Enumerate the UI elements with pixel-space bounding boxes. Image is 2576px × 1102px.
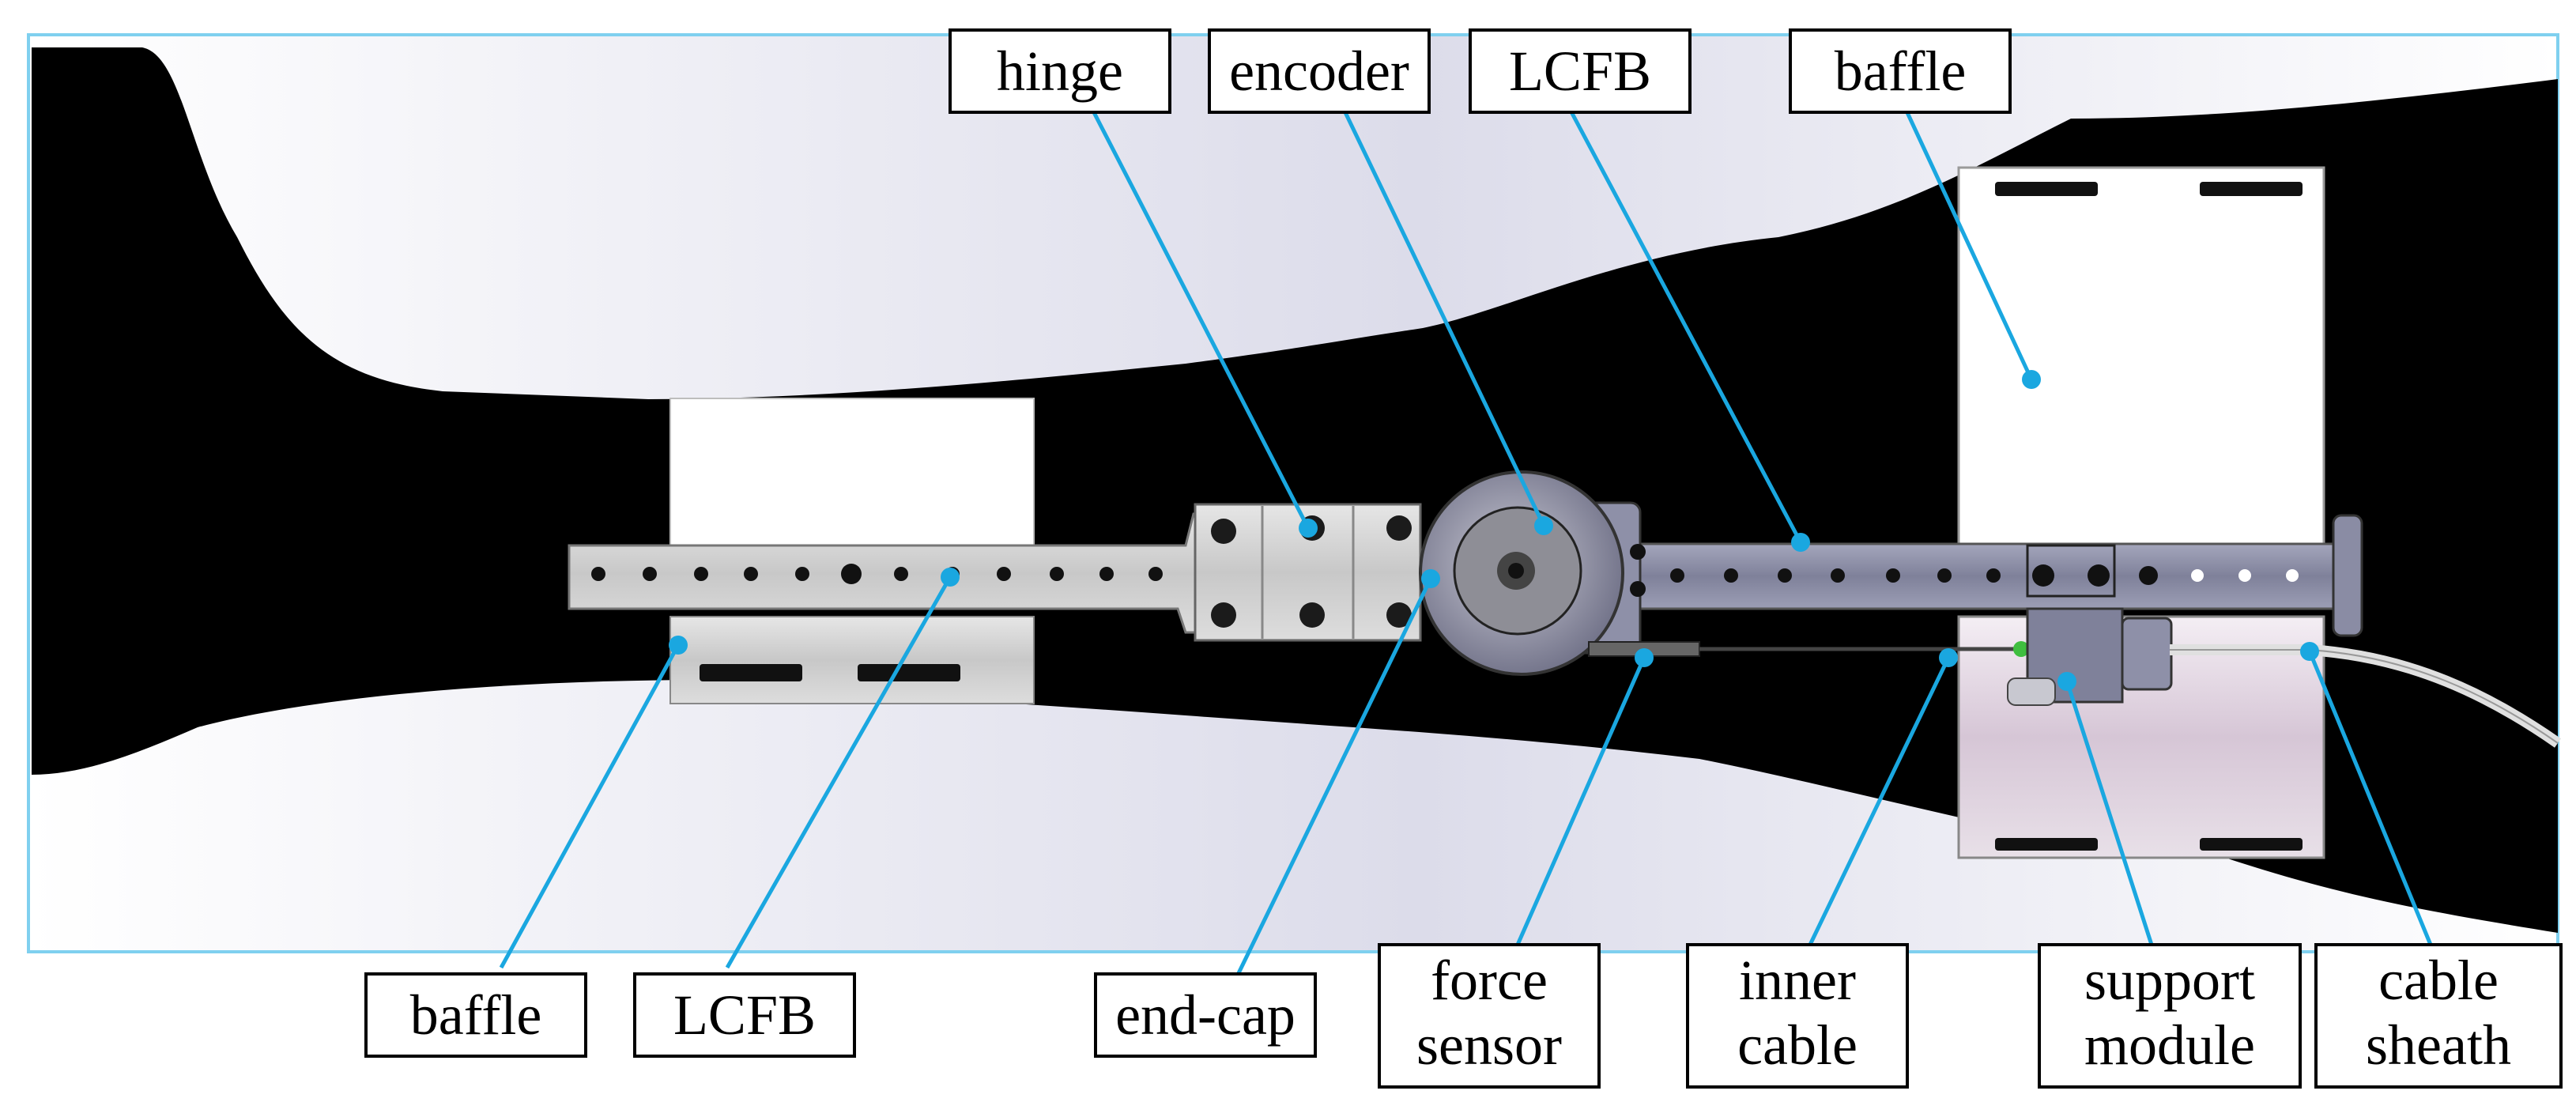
label-lcfb-top: LCFB: [1469, 28, 1692, 114]
svg-text:cable: cable: [2378, 949, 2499, 1012]
baffle-slot: [858, 664, 960, 681]
svg-text:LCFB: LCFB: [673, 983, 816, 1047]
lcfb-right-end: [2332, 514, 2363, 637]
baffle-slot: [2200, 838, 2303, 851]
label-inner-cable: inner cable: [1686, 943, 1909, 1089]
label-end-cap: end-cap: [1094, 972, 1317, 1058]
baffle-slot: [1995, 182, 2098, 196]
label-lcfb-bottom: LCFB: [633, 972, 856, 1058]
svg-text:cable: cable: [1737, 1013, 1858, 1077]
label-baffle-top: baffle: [1789, 28, 2012, 114]
label-baffle-bottom: baffle: [364, 972, 587, 1058]
svg-text:force: force: [1431, 949, 1548, 1012]
label-hinge: hinge: [949, 28, 1171, 114]
svg-text:end-cap: end-cap: [1115, 983, 1296, 1047]
baffle-left-lower: [669, 616, 1035, 704]
svg-text:hinge: hinge: [997, 40, 1123, 103]
lcfb-right-holes: [1670, 564, 2158, 587]
baffle-slot: [2200, 182, 2303, 196]
label-support-module: support module: [2038, 943, 2302, 1089]
label-encoder: encoder: [1208, 28, 1431, 114]
svg-text:encoder: encoder: [1229, 40, 1409, 103]
svg-text:LCFB: LCFB: [1509, 40, 1651, 103]
label-force-sensor: force sensor: [1378, 943, 1601, 1089]
svg-text:baffle: baffle: [410, 983, 542, 1047]
leader-dots: [669, 370, 2319, 691]
svg-text:inner: inner: [1739, 949, 1856, 1012]
leader-lines: [499, 66, 2433, 1006]
svg-text:sheath: sheath: [2366, 1013, 2511, 1077]
svg-text:module: module: [2084, 1013, 2255, 1077]
svg-text:baffle: baffle: [1835, 40, 1967, 103]
baffle-left-upper: [669, 398, 1035, 565]
svg-text:sensor: sensor: [1416, 1013, 1562, 1077]
baffle-slot: [1995, 838, 2098, 851]
lcfb-right-bar: [1603, 542, 2349, 610]
baffle-right-upper: [1957, 166, 2325, 555]
label-cable-sheath: cable sheath: [2314, 943, 2563, 1089]
limb-silhouette: [32, 47, 2558, 933]
svg-text:support: support: [2084, 949, 2255, 1012]
baffle-slot: [700, 664, 802, 681]
